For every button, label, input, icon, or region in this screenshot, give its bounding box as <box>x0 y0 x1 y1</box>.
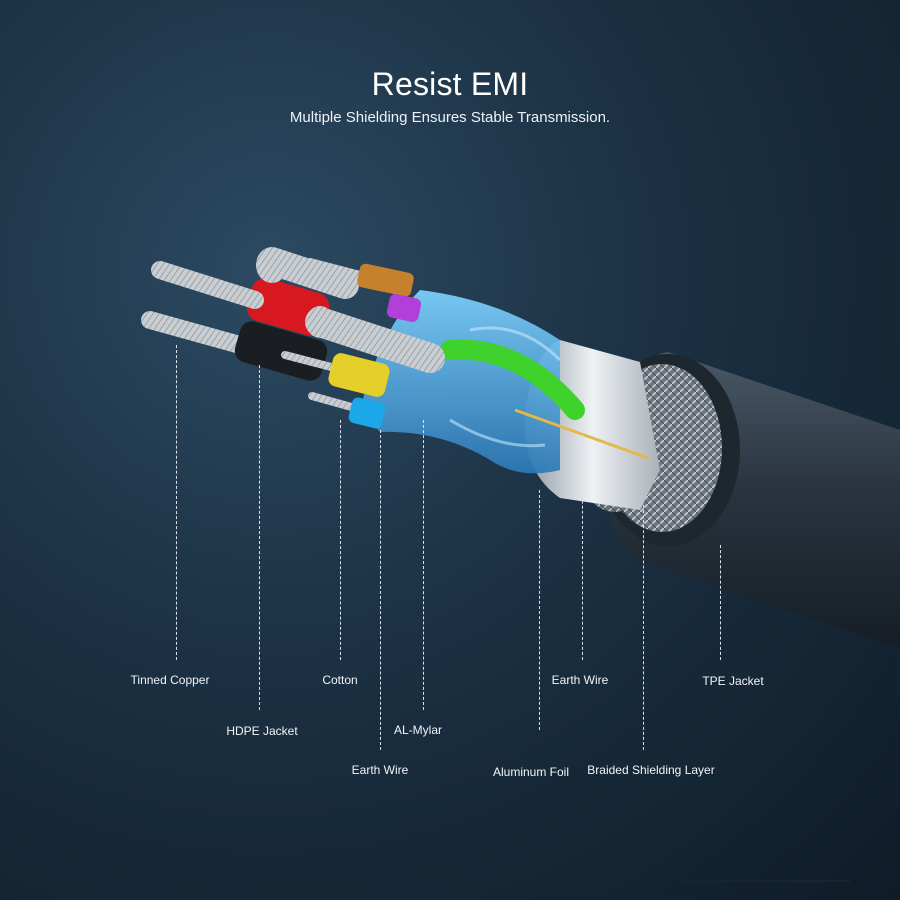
label-aluminum-foil: Aluminum Foil <box>492 765 570 779</box>
label-cotton: Cotton <box>322 673 358 687</box>
lead-tpe-jacket <box>720 545 721 660</box>
page-subtitle: Multiple Shielding Ensures Stable Transm… <box>289 109 611 126</box>
label-earth-wire-right: Earth Wire <box>551 673 609 687</box>
earth-wire-drain <box>514 408 649 460</box>
black-conductor <box>141 311 328 381</box>
tinned-copper-top <box>256 247 359 299</box>
lead-al-mylar <box>423 420 424 710</box>
lead-braided-shielding <box>643 505 644 750</box>
label-tpe-jacket: TPE Jacket <box>702 674 764 688</box>
label-tinned-copper: Tinned Copper <box>130 673 210 687</box>
lead-cotton <box>340 420 341 660</box>
label-hdpe-jacket: HDPE Jacket <box>226 724 298 738</box>
green-conductor <box>440 339 585 420</box>
label-braided-shielding: Braided Shielding Layer <box>587 763 715 777</box>
tinned-copper-center <box>305 306 445 373</box>
label-al-mylar: AL-Mylar <box>393 723 443 737</box>
lead-earth-wire-left <box>380 430 381 750</box>
lead-hdpe-jacket <box>259 365 260 710</box>
orange-purple-pair <box>306 258 422 322</box>
label-earth-wire-left: Earth Wire <box>351 763 409 777</box>
lead-tinned-copper <box>176 345 177 660</box>
lead-aluminum-foil <box>539 490 540 730</box>
blue-conductor <box>308 392 386 429</box>
lead-earth-wire-right <box>582 425 583 660</box>
page-title: Resist EMI <box>371 66 529 102</box>
yellow-conductor <box>281 351 390 397</box>
